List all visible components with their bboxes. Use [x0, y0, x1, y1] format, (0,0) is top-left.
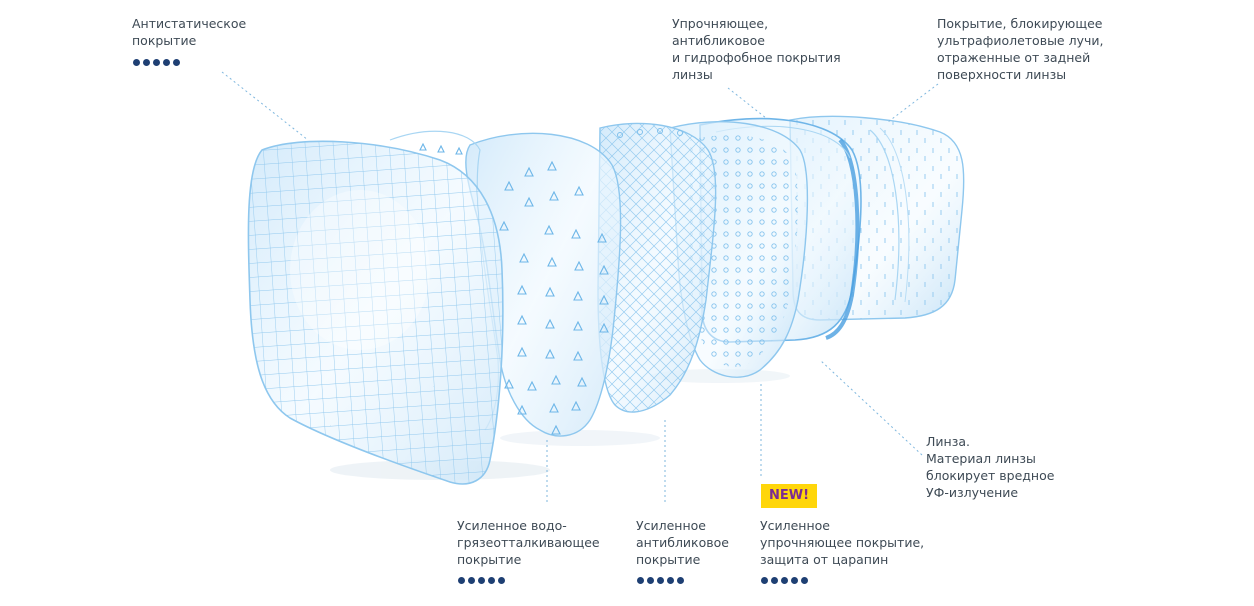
layer-antistatic	[247, 140, 504, 485]
rating-dot	[677, 577, 684, 584]
rating-dot	[468, 577, 475, 584]
rating-dot	[153, 59, 160, 66]
rating-dot	[488, 577, 495, 584]
rating-dot	[657, 577, 664, 584]
leader-uv-back	[887, 83, 939, 123]
leader-lens-material	[819, 359, 923, 456]
rating-dot	[761, 577, 768, 584]
rating-antiglare	[637, 577, 684, 584]
rating-dot	[667, 577, 674, 584]
rating-dot	[143, 59, 150, 66]
callout-lens-material-label: Линза. Материал линзы блокирует вредное …	[926, 434, 1055, 500]
rating-dot	[163, 59, 170, 66]
rating-dot	[647, 577, 654, 584]
callout-water-dirt-label: Усиленное водо- грязеотталкивающее покры…	[457, 518, 600, 567]
rating-scratch	[761, 577, 808, 584]
callout-scratch-label: Усиленное упрочняющее покрытие, защита о…	[760, 518, 925, 567]
rating-water-dirt	[458, 577, 505, 584]
rating-antistatic	[133, 59, 180, 66]
rating-dot	[498, 577, 505, 584]
rating-dot	[173, 59, 180, 66]
rating-dot	[791, 577, 798, 584]
callout-hardening-top-label: Упрочняющее, антибликовое и гидрофобное …	[672, 16, 841, 82]
leader-hardening-top	[727, 87, 767, 119]
rating-dot	[781, 577, 788, 584]
rating-dot	[637, 577, 644, 584]
rating-dot	[771, 577, 778, 584]
leader-antistatic	[221, 71, 309, 141]
callout-uv-back-label: Покрытие, блокирующее ультрафиолетовые л…	[937, 16, 1104, 82]
new-badge: NEW!	[761, 484, 817, 508]
leader-lines	[221, 71, 939, 502]
rating-dot	[478, 577, 485, 584]
rating-dot	[133, 59, 140, 66]
layer-antiglare	[597, 122, 717, 413]
rating-dot	[458, 577, 465, 584]
callout-antiglare-label: Усиленное антибликовое покрытие	[636, 518, 729, 567]
rating-dot	[801, 577, 808, 584]
callout-antistatic-label: Антистатическое покрытие	[132, 16, 247, 48]
